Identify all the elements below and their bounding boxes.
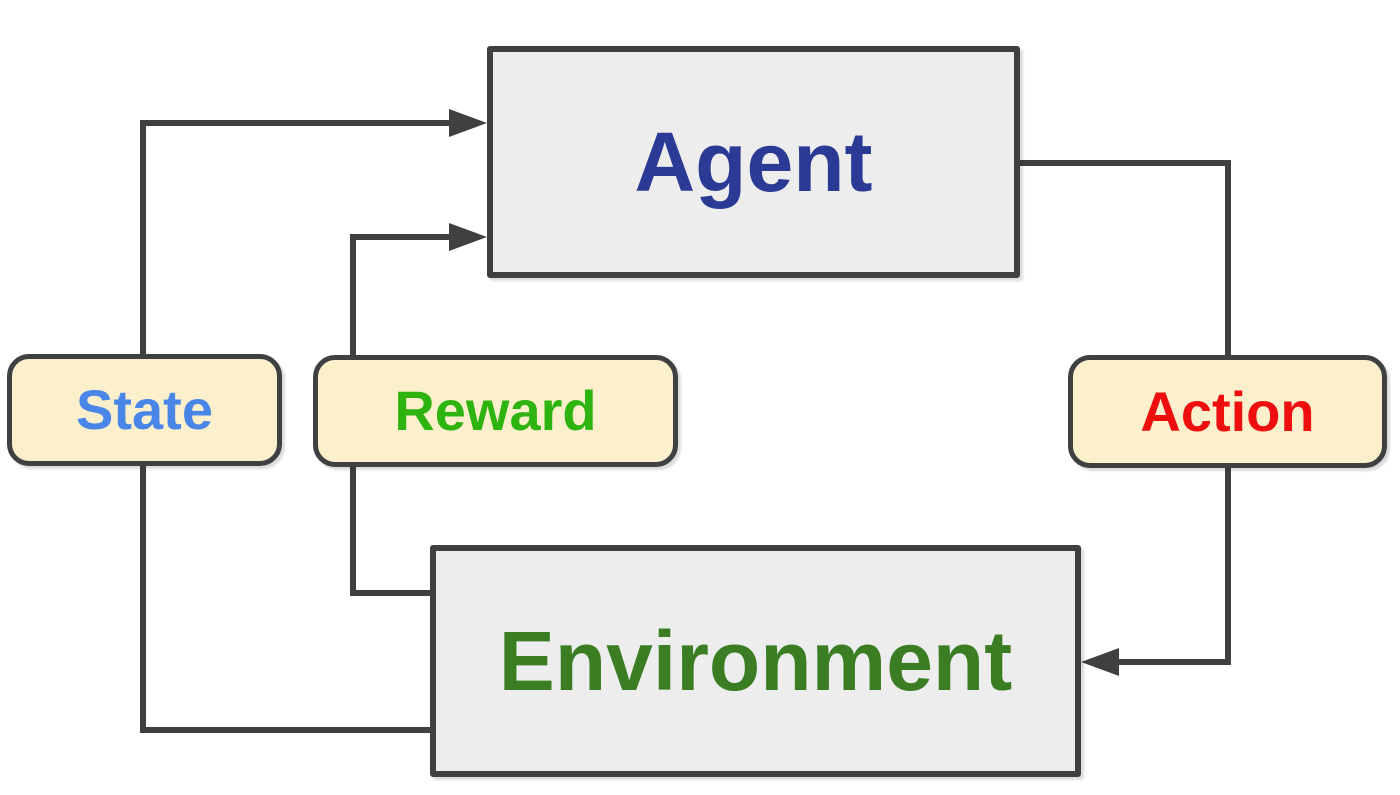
arrowhead-into-agent-state-icon: [449, 109, 487, 137]
action-badge: Action: [1068, 355, 1387, 468]
arrowhead-into-environment-action-icon: [1081, 648, 1119, 676]
agent-node: Agent: [487, 46, 1020, 278]
reward-badge: Reward: [313, 355, 678, 467]
action-label: Action: [1140, 379, 1315, 443]
reward-label: Reward: [394, 379, 597, 442]
arrowhead-into-agent-reward-icon: [449, 223, 487, 251]
environment-label: Environment: [498, 614, 1013, 708]
state-badge: State: [7, 354, 282, 466]
state-label: State: [76, 378, 213, 441]
environment-node: Environment: [430, 545, 1081, 777]
agent-label: Agent: [634, 115, 873, 209]
